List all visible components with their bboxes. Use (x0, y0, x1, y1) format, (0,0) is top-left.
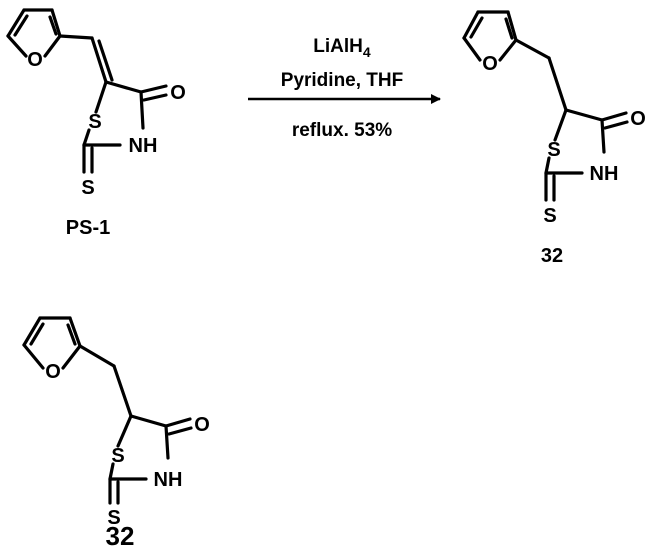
carbonyl-oxygen-atom: O (194, 414, 210, 436)
furan-oxygen-atom: O (45, 361, 61, 383)
standalone-label: 32 (106, 521, 135, 549)
product-label: 32 (541, 245, 563, 267)
thione-sulfur-atom: S (543, 205, 556, 227)
ring-sulfur-atom: S (547, 139, 560, 161)
reagent-line-2: Pyridine, THF (281, 70, 403, 91)
ring-sulfur-atom: S (111, 445, 124, 467)
furan-oxygen-atom: O (27, 49, 43, 71)
thione-sulfur-atom: S (81, 177, 94, 199)
reagent-line-1: LiAlH4 (313, 36, 371, 60)
reagent-line-3: reflux. 53% (292, 120, 392, 141)
thione-sulfur-atom: S (107, 507, 120, 529)
standalone-structure-32 (22, 316, 193, 505)
nh-group: NH (154, 469, 183, 491)
carbonyl-oxygen-atom: O (630, 108, 646, 130)
reagent-lialh: LiAlH (313, 36, 363, 57)
nh-group: NH (590, 163, 619, 185)
furan-oxygen-atom: O (482, 53, 498, 75)
ring-sulfur-atom: S (88, 111, 101, 133)
reagent-subscript: 4 (363, 44, 371, 60)
reactant-label: PS-1 (66, 217, 110, 239)
nh-group: NH (129, 135, 158, 157)
reactant-structure-ps1 (6, 8, 168, 174)
carbonyl-oxygen-atom: O (170, 82, 186, 104)
product-structure-32 (462, 10, 629, 202)
